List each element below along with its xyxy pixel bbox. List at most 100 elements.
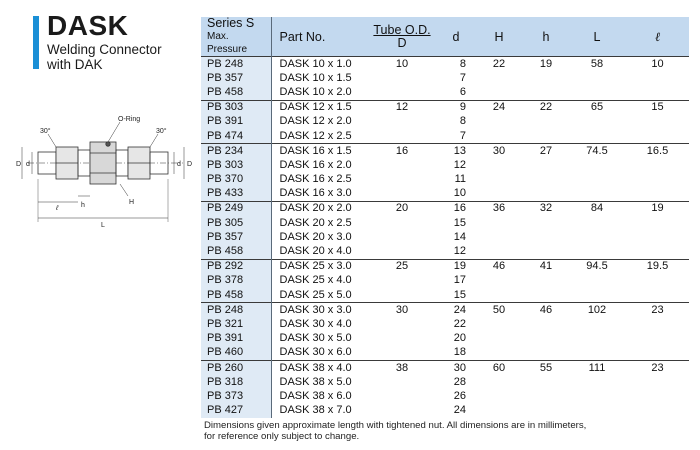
cell-ell	[626, 230, 689, 244]
cell-ell	[626, 244, 689, 259]
header-ell: ℓ	[626, 17, 689, 57]
cell-d: 10	[453, 187, 466, 200]
cell-H: 22	[474, 56, 524, 72]
cell-L	[568, 404, 626, 418]
header-series-sub: Max. Pressure	[207, 31, 248, 55]
cell-tube-od: 12	[366, 99, 438, 115]
cell-d: 6	[459, 85, 466, 98]
label-D-left: D	[16, 161, 21, 168]
cell-ell	[626, 115, 689, 129]
cell-part-no: DASK 38 x 4.0	[270, 359, 366, 376]
cell-part-no: DASK 10 x 1.5	[270, 71, 366, 86]
cell-ell: 10	[626, 56, 689, 72]
label-h: h	[81, 202, 85, 209]
cell-tube-od	[366, 389, 438, 403]
cell-ell	[626, 389, 689, 403]
cell-d: 9	[438, 99, 474, 115]
cell-H: 24	[474, 99, 524, 115]
cell-part-no: DASK 20 x 2.0	[270, 200, 366, 217]
cell-L	[568, 346, 626, 361]
cell-h	[524, 230, 568, 244]
cell-H	[474, 129, 524, 144]
cell-d: 18	[453, 346, 466, 359]
cell-d: 15	[453, 288, 466, 301]
cell-L: 58	[568, 56, 626, 72]
cell-h	[524, 404, 568, 418]
cell-ell: 19.5	[626, 258, 689, 274]
label-H: H	[129, 199, 134, 206]
cell-H	[474, 216, 524, 230]
cell-d: 15	[453, 216, 466, 229]
cell-series: PB 370	[201, 172, 271, 187]
label-L: L	[101, 222, 105, 229]
product-title: DASK	[47, 10, 129, 41]
cell-series: PB 433	[201, 186, 271, 202]
oring-mark	[105, 141, 111, 147]
cell-tube-od: 10	[366, 56, 438, 72]
cell-part-no: DASK 38 x 5.0	[270, 375, 366, 390]
cell-H	[474, 332, 524, 346]
cell-ell: 15	[626, 99, 689, 115]
cell-part-no: DASK 30 x 4.0	[270, 317, 366, 332]
subtitle-line-1: Welding Connector	[47, 42, 162, 57]
cell-d: 30	[438, 359, 474, 376]
cell-L: 94.5	[568, 258, 626, 274]
accent-bar	[33, 16, 39, 69]
cell-h	[524, 375, 568, 389]
cell-series: PB 234	[201, 143, 271, 159]
label-ell: ℓ	[55, 205, 59, 212]
cell-part-no: DASK 16 x 3.0	[270, 186, 366, 202]
cell-H	[474, 404, 524, 418]
cell-ell	[626, 216, 689, 230]
cell-ell	[626, 332, 689, 346]
cell-series: PB 373	[201, 389, 271, 404]
cell-H	[474, 85, 524, 100]
cell-series: PB 292	[201, 258, 271, 274]
cell-part-no: DASK 30 x 6.0	[270, 345, 366, 361]
label-d-left: d	[26, 161, 30, 168]
cell-L	[568, 288, 626, 303]
cell-L	[568, 389, 626, 403]
cell-part-no: DASK 25 x 3.0	[270, 258, 366, 274]
label-angle-right: 30°	[156, 127, 167, 135]
cell-h: 32	[524, 200, 568, 217]
cell-series: PB 357	[201, 230, 271, 245]
spec-table: Series S Max. Pressure Part No. Tube O.D…	[201, 17, 689, 418]
footnote-line-2: for reference only subject to change.	[204, 431, 360, 442]
cell-H: 46	[474, 258, 524, 274]
cell-series: PB 427	[201, 403, 271, 418]
cell-tube-od	[366, 158, 438, 172]
cell-h	[524, 187, 568, 202]
cell-h: 22	[524, 99, 568, 115]
cell-tube-od	[366, 332, 438, 346]
cell-h	[524, 274, 568, 288]
cell-h: 46	[524, 302, 568, 318]
cell-H	[474, 158, 524, 172]
cell-d: 22	[453, 317, 466, 330]
cell-part-no: DASK 20 x 2.5	[270, 216, 366, 231]
cell-d: 20	[453, 332, 466, 345]
cell-H	[474, 274, 524, 288]
label-oring: O-Ring	[118, 116, 140, 123]
cell-d: 8	[459, 115, 466, 128]
table-header-row: Series S Max. Pressure Part No. Tube O.D…	[201, 17, 689, 57]
connector-drawing: O-Ring 30° 30° D d d D ℓ h H L	[16, 116, 192, 229]
cell-part-no: DASK 10 x 1.0	[270, 56, 366, 72]
cell-ell	[626, 129, 689, 144]
cell-H	[474, 288, 524, 303]
header-H: H	[474, 17, 524, 57]
cell-ell	[626, 85, 689, 100]
cell-series: PB 303	[201, 99, 271, 115]
